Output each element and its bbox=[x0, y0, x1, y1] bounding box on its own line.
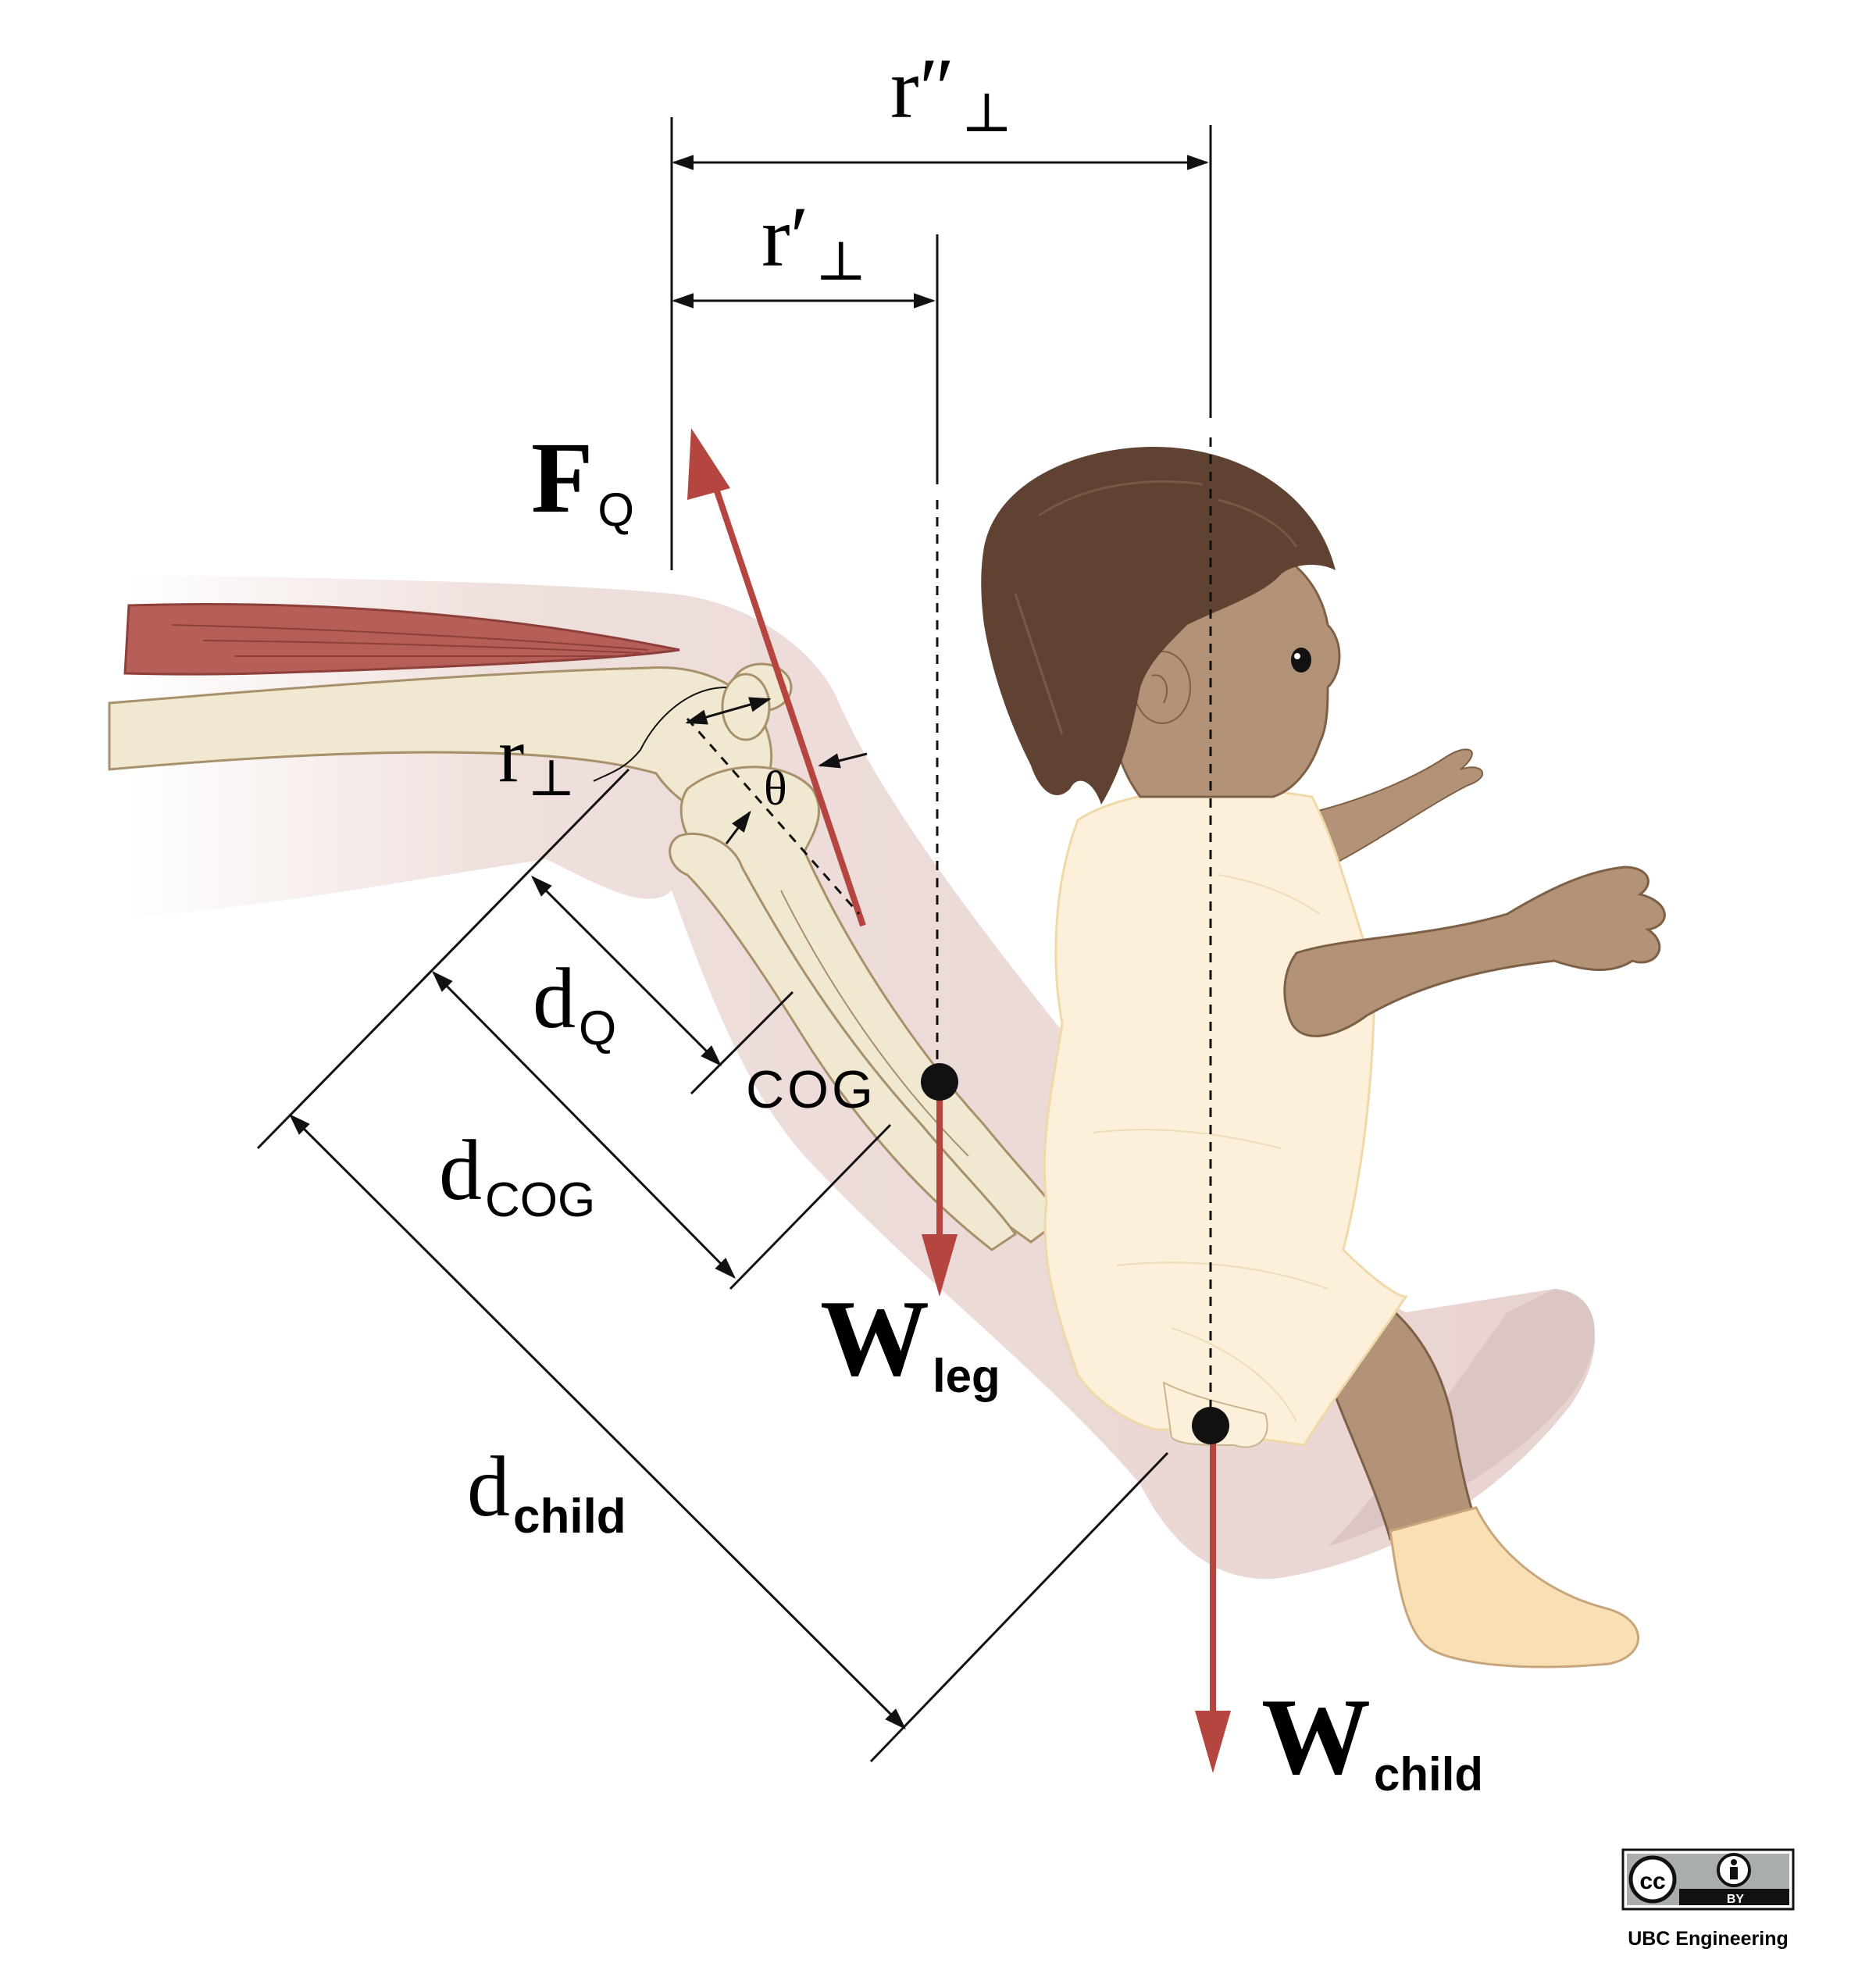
r-perp-dimension bbox=[685, 697, 772, 725]
child-figure bbox=[981, 446, 1666, 1669]
by-label: BY bbox=[1727, 1893, 1745, 1906]
theta-label: θ bbox=[764, 762, 787, 816]
cog-label: COG bbox=[746, 1060, 876, 1119]
force-quadriceps-arrow bbox=[704, 459, 866, 927]
top-dimensions bbox=[670, 117, 1212, 1422]
cc-icon: cc bbox=[1628, 1855, 1677, 1904]
attribution-icon bbox=[1717, 1853, 1751, 1887]
child-cog-dot bbox=[1192, 1407, 1229, 1444]
d-child-label: dchild bbox=[467, 1439, 626, 1544]
credit-label: UBC Engineering bbox=[1628, 1928, 1789, 1950]
w-leg-label: Wleg bbox=[820, 1278, 1000, 1402]
d-q-label: dQ bbox=[533, 951, 616, 1055]
r-perp-label: r⊥ bbox=[498, 712, 575, 807]
leg-cog-dot bbox=[921, 1063, 958, 1101]
license-badge: cc BY UBC Engineering bbox=[1621, 1848, 1795, 1950]
knee-geometry bbox=[593, 687, 868, 915]
svg-text:cc: cc bbox=[1639, 1868, 1665, 1894]
quadriceps-muscle bbox=[123, 602, 680, 676]
d-child-dimension bbox=[289, 1114, 906, 1729]
forces bbox=[687, 428, 1231, 1773]
w-child-label: Wchild bbox=[1261, 1676, 1483, 1801]
leg-dimensions bbox=[256, 768, 1169, 1763]
r-prime-label: r′⊥ bbox=[761, 189, 867, 292]
d-cog-label: dCOG bbox=[439, 1122, 595, 1227]
r-double-prime-label: r″⊥ bbox=[890, 41, 1012, 144]
child-eye bbox=[1291, 648, 1311, 673]
